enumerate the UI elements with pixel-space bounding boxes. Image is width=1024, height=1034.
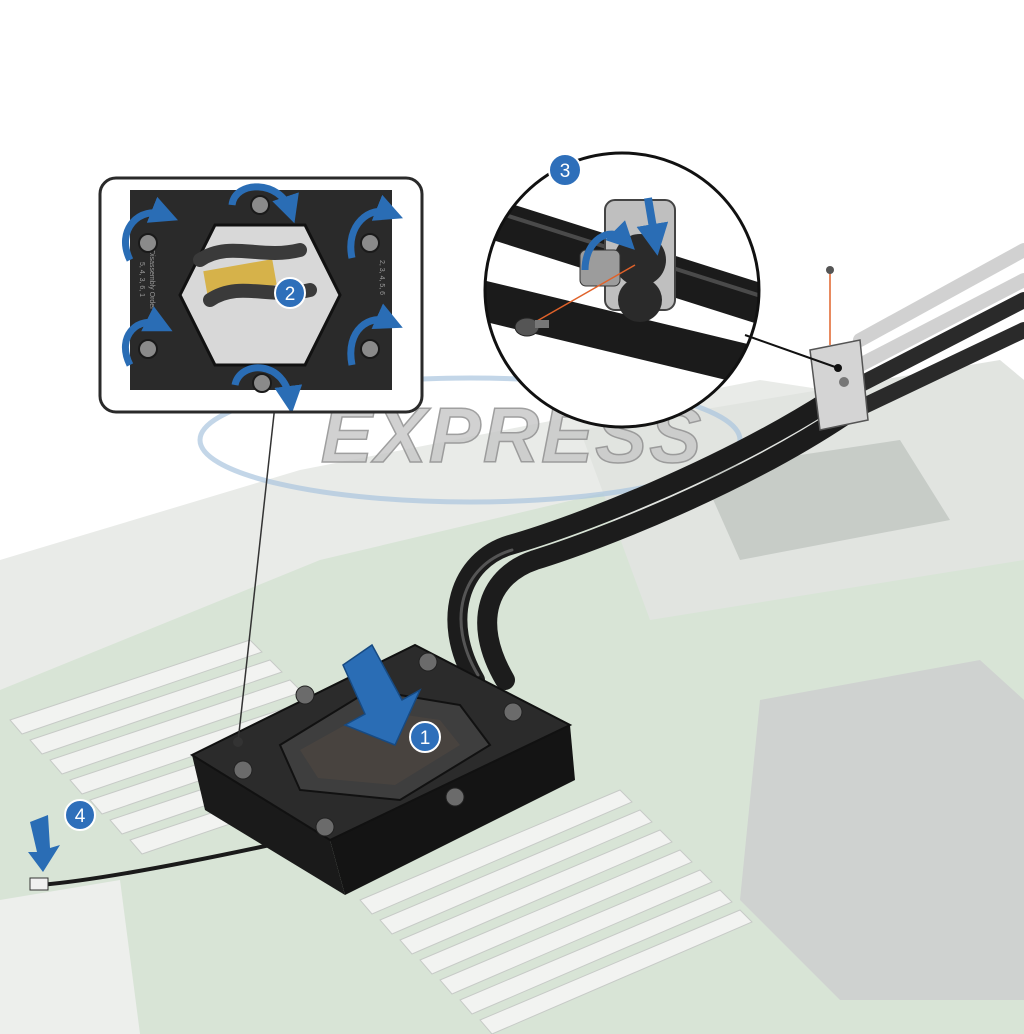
clip-screw-icon — [514, 317, 549, 337]
leak-sensor-cable — [39, 843, 271, 887]
cold-plate-inset: Disassembly Order 5, 4, 3, 6, 1 2, 3, 4,… — [98, 176, 424, 414]
rotate-arrow-icon — [121, 306, 173, 367]
cable-connector — [29, 877, 49, 891]
zoom-circle-border — [483, 151, 761, 429]
inset-border — [98, 176, 424, 414]
captive-screws — [138, 195, 380, 393]
callout-badge-2: 2 — [274, 277, 306, 309]
callout-number: 4 — [75, 806, 86, 827]
rotate-arrow-icon — [231, 364, 303, 412]
tube-bracket — [809, 266, 869, 431]
push-arrow-icon — [636, 197, 669, 256]
background-tubes — [853, 243, 1024, 372]
disassembly-order-label: Disassembly Order — [148, 250, 155, 310]
rotate-arrow-icon — [121, 196, 179, 262]
dimm-bank-lower — [359, 789, 753, 1034]
rotate-arrow-icon — [228, 183, 299, 224]
callout-badge-1: 1 — [409, 721, 441, 753]
callout-number: 1 — [420, 728, 431, 749]
cold-plate-module — [189, 404, 575, 895]
inset-leader-line — [237, 404, 276, 743]
zoom-leader-line — [744, 334, 839, 369]
assembly-sequence: 2, 3, 4, 5, 6 — [378, 260, 385, 295]
bracket-screw-icon — [826, 266, 834, 274]
zoom-detail-clip — [483, 151, 842, 429]
connect-down-arrow-icon — [28, 815, 60, 872]
front-panel — [0, 880, 140, 1034]
tighten-arrow-icon — [581, 220, 635, 271]
server-background — [0, 360, 1024, 1034]
callout-number: 2 — [285, 284, 296, 305]
callout-number: 3 — [560, 161, 571, 182]
disassembly-sequence: 5, 4, 3, 6, 1 — [138, 262, 145, 297]
rotate-arrow-icon — [347, 303, 403, 366]
air-shroud — [740, 660, 1024, 1000]
press-down-arrow-icon — [342, 643, 422, 746]
rotate-arrow-icon — [347, 194, 404, 259]
callout-badge-4: 4 — [64, 799, 96, 831]
callout-badge-3: 3 — [548, 153, 582, 187]
